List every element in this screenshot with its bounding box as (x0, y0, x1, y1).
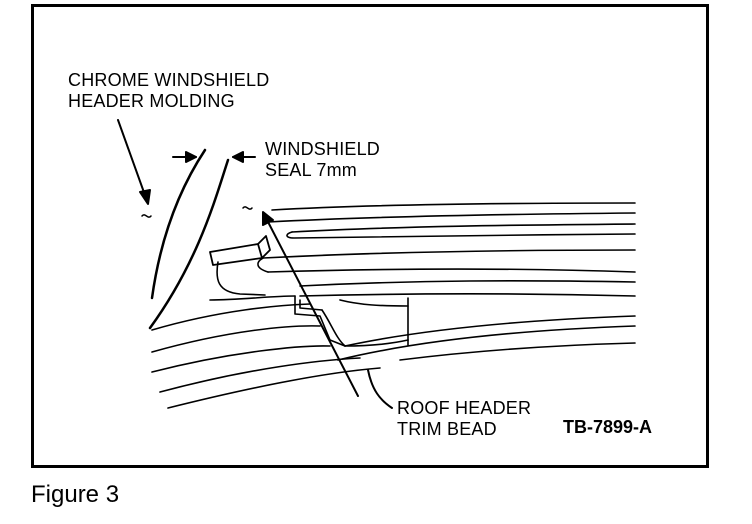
windshield-seal-block (209, 235, 271, 266)
windshield-seal-callout-line-2: SEAL 7mm (265, 160, 357, 180)
windshield-seal-callout: WINDSHIELD SEAL 7mm (265, 139, 380, 181)
roof-header-panel (257, 202, 636, 297)
header-molding-callout-line-1: CHROME WINDSHIELD (68, 70, 270, 90)
trim-bead-and-body (151, 261, 636, 409)
seal-dimension-marker (172, 151, 256, 163)
header-molding-callout-line-2: HEADER MOLDING (68, 91, 235, 111)
trim-bead-callout: ROOF HEADER TRIM BEAD (397, 398, 531, 440)
drawing-number: TB-7899-A (563, 417, 653, 437)
header-molding-shape (148, 148, 230, 330)
header-molding-callout: CHROME WINDSHIELD HEADER MOLDING (68, 70, 269, 112)
trim-bead-callout-line-1: ROOF HEADER (397, 398, 532, 418)
leader-lines (117, 119, 393, 409)
figure-caption: Figure 3 (31, 481, 120, 508)
trim-bead-callout-line-2: TRIM BEAD (397, 419, 497, 439)
figure-frame (31, 4, 709, 468)
windshield-seal-callout-line-1: WINDSHIELD (265, 139, 381, 159)
wave-symbols (141, 206, 253, 218)
